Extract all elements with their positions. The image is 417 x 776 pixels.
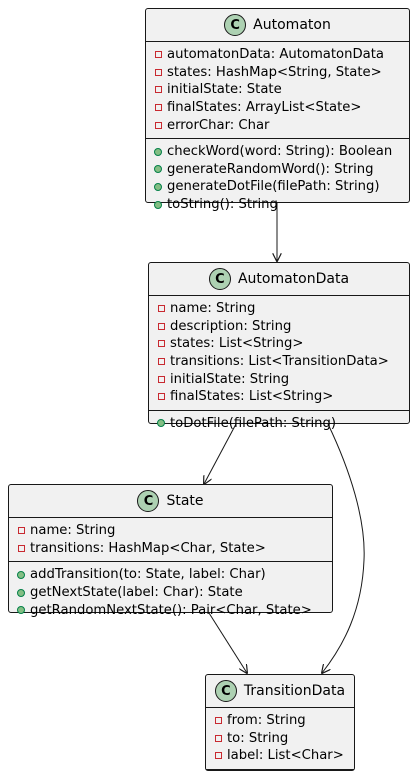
field-row: name: String [9,522,332,540]
public-visibility-icon [156,419,166,428]
private-visibility-icon [16,527,26,535]
private-visibility-icon [156,393,166,401]
private-visibility-icon [156,375,166,383]
public-visibility-icon [16,606,26,615]
public-visibility-icon [16,588,26,597]
fields-section: name: String description: String states:… [149,296,409,411]
fields-section: automatonData: AutomatonData states: Has… [146,42,409,139]
class-state[interactable]: C State name: String transitions: HashMa… [8,484,333,618]
method-row: toString(): String [146,196,409,214]
class-c-icon: C [137,490,160,512]
field-row: states: HashMap<String, State> [146,64,409,82]
field-row: transitions: HashMap<Char, State> [9,540,332,558]
private-visibility-icon [153,51,163,59]
class-c-icon: C [214,680,237,702]
method-row: toDotFile(filePath: String) [149,415,409,433]
private-visibility-icon [16,544,26,552]
methods-section: toDotFile(filePath: String) [149,411,409,437]
class-header: C State [9,485,332,518]
edge-automatondata-to-transitiondata [322,423,365,673]
class-transitiondata[interactable]: C TransitionData from: String to: String… [205,674,355,771]
private-visibility-icon [153,121,163,129]
class-name: State [166,493,204,509]
method-row: getNextState(label: Char): State [9,584,332,602]
field-row: initialState: State [146,81,409,99]
method-row: addTransition(to: State, label: Char) [9,566,332,584]
field-row: initialState: String [149,370,409,388]
class-name: AutomatonData [237,271,350,287]
fields-section: from: String to: String label: List<Char… [206,708,354,770]
method-row: generateRandomWord(): String [146,161,409,179]
private-visibility-icon [156,340,166,348]
class-header: C AutomatonData [149,263,409,296]
field-row: label: List<Char> [206,747,354,765]
method-row: getRandomNextState(): Pair<Char, State> [9,601,332,619]
private-visibility-icon [153,86,163,94]
public-visibility-icon [153,165,163,174]
public-visibility-icon [153,147,163,156]
methods-section [206,770,354,776]
class-name: Automaton [253,17,331,33]
public-visibility-icon [16,570,26,579]
private-visibility-icon [153,104,163,112]
public-visibility-icon [153,182,163,191]
public-visibility-icon [153,200,163,209]
field-row: to: String [206,730,354,748]
field-row: transitions: List<TransitionData> [149,353,409,371]
class-automatondata[interactable]: C AutomatonData name: String description… [148,262,410,431]
private-visibility-icon [213,717,223,725]
methods-section: addTransition(to: State, label: Char) ge… [9,562,332,623]
class-header: C TransitionData [206,675,354,708]
private-visibility-icon [213,734,223,742]
class-c-icon: C [208,268,231,290]
method-row: checkWord(word: String): Boolean [146,143,409,161]
class-name: TransitionData [243,683,346,699]
field-row: name: String [149,300,409,318]
class-c-icon: C [224,14,247,36]
private-visibility-icon [156,305,166,313]
private-visibility-icon [156,322,166,330]
field-row: errorChar: Char [146,116,409,134]
method-row: generateDotFile(filePath: String) [146,178,409,196]
field-row: states: List<String> [149,335,409,353]
methods-section: checkWord(word: String): Boolean generat… [146,139,409,217]
edge-automatondata-to-state [204,423,237,484]
field-row: automatonData: AutomatonData [146,46,409,64]
private-visibility-icon [156,358,166,366]
field-row: description: String [149,318,409,336]
private-visibility-icon [153,68,163,76]
fields-section: name: String transitions: HashMap<Char, … [9,518,332,563]
class-automaton[interactable]: C Automaton automatonData: AutomatonData… [145,8,410,212]
field-row: from: String [206,712,354,730]
class-header: C Automaton [146,9,409,42]
field-row: finalStates: List<String> [149,388,409,406]
private-visibility-icon [213,752,223,760]
field-row: finalStates: ArrayList<State> [146,99,409,117]
edge-state-to-transitiondata [208,612,247,673]
